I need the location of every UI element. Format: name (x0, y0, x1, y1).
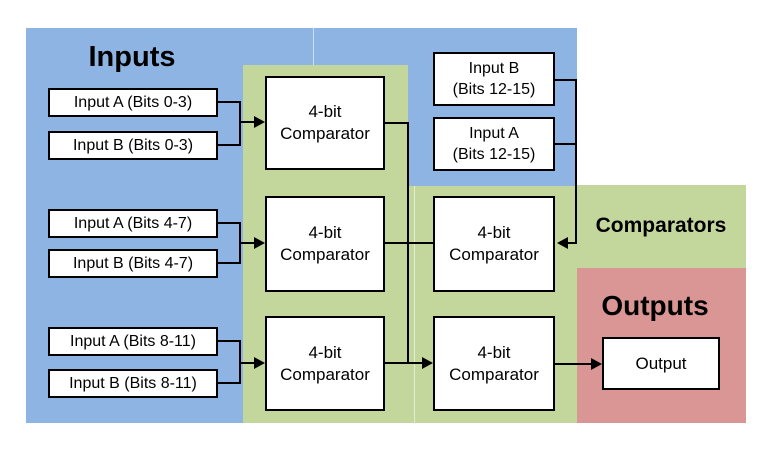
seam-blue-strip (313, 28, 314, 65)
region-blue-top-strip (243, 28, 408, 65)
box-input-a-bits-12-15: Input A (Bits 12-15) (433, 117, 555, 171)
box-label: Comparator (280, 245, 370, 264)
wire-into-comp4 (566, 242, 577, 244)
wire-right-vert (575, 79, 577, 244)
wire-b12-15-stub (555, 79, 577, 81)
wire-into-comp1 (240, 121, 258, 123)
wire-a0-3-stub (218, 101, 241, 103)
box-label: 4-bit (308, 102, 342, 121)
box-label: Input B (Bits 8-11) (69, 374, 197, 392)
box-label: 4-bit (308, 223, 342, 242)
wire-b4-7-stub (218, 262, 241, 264)
outputs-region-title: Outputs (601, 290, 709, 321)
box-label: Comparator (280, 364, 370, 384)
arrowhead-comp3-in (254, 357, 265, 369)
box-label: Comparator (280, 124, 370, 143)
box-label: (Bits 12-15) (452, 81, 536, 98)
box-label: Input A (469, 125, 519, 142)
box-label: Comparator (449, 245, 539, 264)
wire-b8-11-stub (218, 382, 241, 384)
box-label: Comparator (449, 364, 539, 384)
box-input-b-bits-4-7: Input B (Bits 4-7) (48, 249, 218, 278)
box-label: 4-bit (308, 342, 342, 362)
wire-a8-11-stub (218, 340, 241, 342)
wire-merge-1 (239, 101, 241, 146)
wire-comp1-out (385, 122, 409, 124)
box-label: Input B (468, 60, 520, 77)
box-input-a-bits-4-7: Input A (Bits 4-7) (48, 209, 218, 238)
box-label: Output (635, 354, 687, 373)
box-label: (Bits 12-15) (452, 146, 536, 163)
seam-green-mid (414, 186, 415, 423)
wire-comp2-to-comp4 (385, 242, 434, 244)
region-green-comparators (577, 185, 746, 268)
wire-comp5-out (555, 363, 596, 365)
box-label: Input A (Bits 0-3) (73, 93, 193, 111)
box-input-a-bits-8-11: Input A (Bits 8-11) (48, 327, 218, 356)
inputs-region-title: Inputs (88, 40, 176, 73)
box-label: Input A (Bits 4-7) (73, 214, 193, 232)
arrowhead-output-in (591, 358, 602, 370)
arrowhead-comp2-in (254, 237, 265, 249)
wire-a4-7-stub (218, 222, 241, 224)
wire-a12-15-stub (555, 143, 577, 145)
box-input-b-bits-8-11: Input B (Bits 8-11) (48, 369, 218, 398)
wire-comp3-out (385, 362, 426, 364)
box-label: 4-bit (477, 342, 511, 362)
box-input-b-bits-0-3: Input B (Bits 0-3) (48, 131, 218, 160)
wire-b0-3-stub (218, 144, 241, 146)
box-label: Input B (Bits 0-3) (72, 136, 194, 154)
box-label: 4-bit (477, 223, 511, 242)
box-input-a-bits-0-3: Input A (Bits 0-3) (48, 88, 218, 117)
box-label: Input B (Bits 4-7) (72, 254, 194, 272)
arrowhead-comp4-in (557, 237, 568, 249)
wire-into-comp3 (240, 362, 258, 364)
arrowhead-comp1-in (254, 116, 265, 128)
box-output: Output (602, 337, 720, 390)
box-input-b-bits-12-15: Input B (Bits 12-15) (433, 52, 555, 106)
arrowhead-comp5-in (422, 357, 433, 369)
comparators-region-title: Comparators (595, 214, 727, 237)
box-label: Input A (Bits 8-11) (70, 332, 196, 350)
wire-into-comp2 (240, 242, 258, 244)
